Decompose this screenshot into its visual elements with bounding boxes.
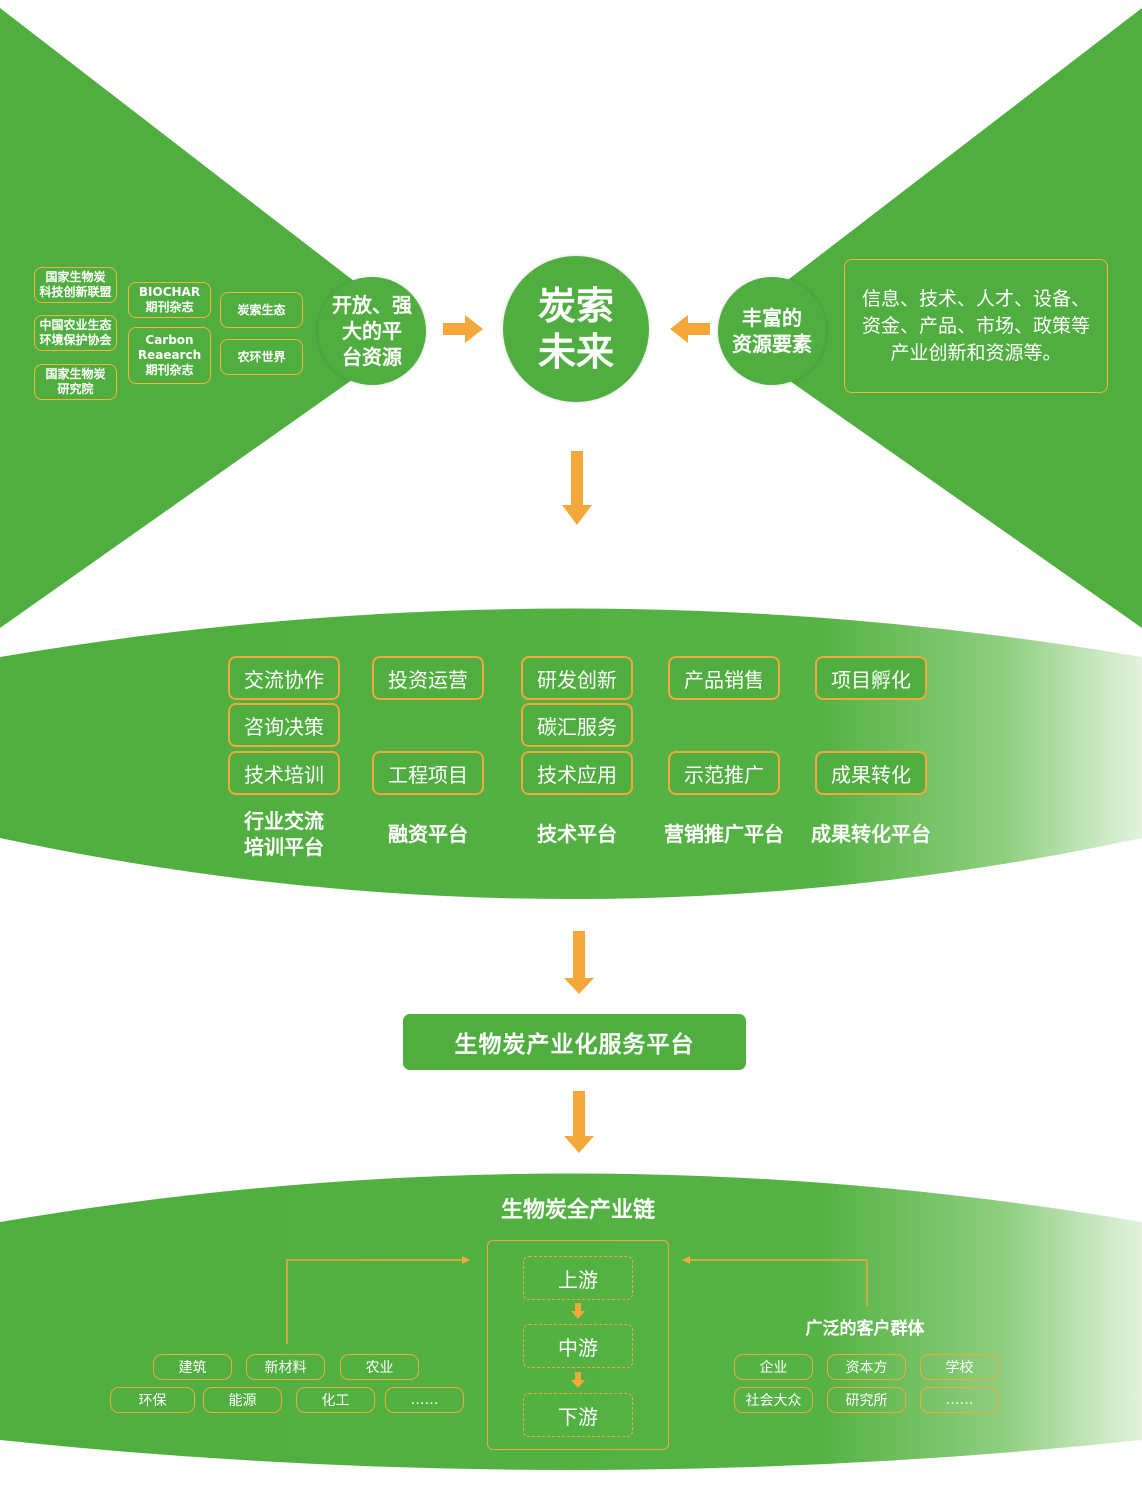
platform-item: 技术应用 bbox=[521, 751, 633, 795]
customer-tag: 研究所 bbox=[827, 1387, 906, 1413]
arrow-down-icon bbox=[564, 1091, 594, 1153]
partner-box: Carbon Reaearch 期刊杂志 bbox=[128, 327, 211, 384]
platform-item: 成果转化 bbox=[815, 751, 927, 795]
upstream-box: 上游 bbox=[523, 1256, 633, 1300]
connector-lines bbox=[286, 1256, 868, 1344]
service-platform-banner: 生物炭产业化服务平台 bbox=[403, 1014, 746, 1070]
platform-item: 项目孵化 bbox=[815, 656, 927, 700]
industry-tag: 化工 bbox=[296, 1387, 375, 1413]
partner-box: 中国农业生态 环境保护协会 bbox=[34, 315, 117, 351]
customer-tag: 资本方 bbox=[827, 1354, 906, 1380]
platform-item: 工程项目 bbox=[372, 751, 484, 795]
resource-info-text: 信息、技术、人才、设备、资金、产品、市场、政策等产业创新和资源等。 bbox=[861, 287, 1090, 364]
customer-tag: …… bbox=[920, 1387, 999, 1413]
platform-title: 融资平台 bbox=[388, 822, 468, 846]
right-circle: 丰富的 资源要素 bbox=[718, 277, 826, 385]
industry-tag: 能源 bbox=[203, 1387, 282, 1413]
platform-item: 研发创新 bbox=[521, 656, 633, 700]
customer-tag: 企业 bbox=[734, 1354, 813, 1380]
left-triangle bbox=[0, 8, 420, 628]
stream-arrow-icon bbox=[571, 1372, 585, 1388]
platform-title: 成果转化平台 bbox=[811, 822, 931, 846]
partner-box: BIOCHAR 期刊杂志 bbox=[128, 282, 211, 318]
partner-box: 国家生物炭 科技创新联盟 bbox=[34, 267, 117, 303]
platform-item: 示范推广 bbox=[668, 751, 780, 795]
partner-box: 炭索生态 bbox=[220, 292, 303, 328]
partner-box: 国家生物炭 研究院 bbox=[34, 364, 117, 400]
industry-tag: 新材料 bbox=[246, 1354, 325, 1380]
arrow-right-icon bbox=[443, 315, 483, 343]
platform-item: 产品销售 bbox=[668, 656, 780, 700]
customer-tag: 学校 bbox=[920, 1354, 999, 1380]
midstream-box: 中游 bbox=[523, 1324, 633, 1368]
platform-title: 行业交流 培训平台 bbox=[244, 809, 324, 859]
partner-box: 农环世界 bbox=[220, 339, 303, 375]
arrow-down-icon bbox=[562, 451, 592, 525]
chain-band bbox=[0, 1173, 1142, 1470]
platform-item: 碳汇服务 bbox=[521, 703, 633, 747]
platform-title: 营销推广平台 bbox=[664, 822, 784, 846]
industry-tag: …… bbox=[385, 1387, 464, 1413]
service-platform-label: 生物炭产业化服务平台 bbox=[454, 1032, 695, 1058]
center-circle: 炭索 未来 bbox=[503, 256, 649, 402]
chain-title: 生物炭全产业链 bbox=[500, 1198, 655, 1223]
platform-item: 投资运营 bbox=[372, 656, 484, 700]
right-triangle bbox=[720, 8, 1142, 628]
left-circle: 开放、强 大的平 台资源 bbox=[318, 277, 426, 385]
platform-item: 技术培训 bbox=[228, 751, 340, 795]
resource-info-box: 信息、技术、人才、设备、资金、产品、市场、政策等产业创新和资源等。 bbox=[844, 259, 1108, 393]
stream-container bbox=[487, 1240, 669, 1450]
industry-tag: 建筑 bbox=[153, 1354, 232, 1380]
platform-item: 咨询决策 bbox=[228, 703, 340, 747]
stream-arrow-icon bbox=[571, 1303, 585, 1319]
platform-title: 技术平台 bbox=[537, 822, 617, 846]
arrow-left-icon bbox=[670, 315, 710, 343]
platform-item: 交流协作 bbox=[228, 656, 340, 700]
industry-tag: 环保 bbox=[110, 1387, 195, 1413]
industry-tag: 农业 bbox=[340, 1354, 419, 1380]
customer-title: 广泛的客户群体 bbox=[805, 1319, 925, 1339]
downstream-box: 下游 bbox=[523, 1393, 633, 1437]
arrow-down-icon bbox=[564, 931, 594, 994]
customer-tag: 社会大众 bbox=[734, 1387, 813, 1413]
